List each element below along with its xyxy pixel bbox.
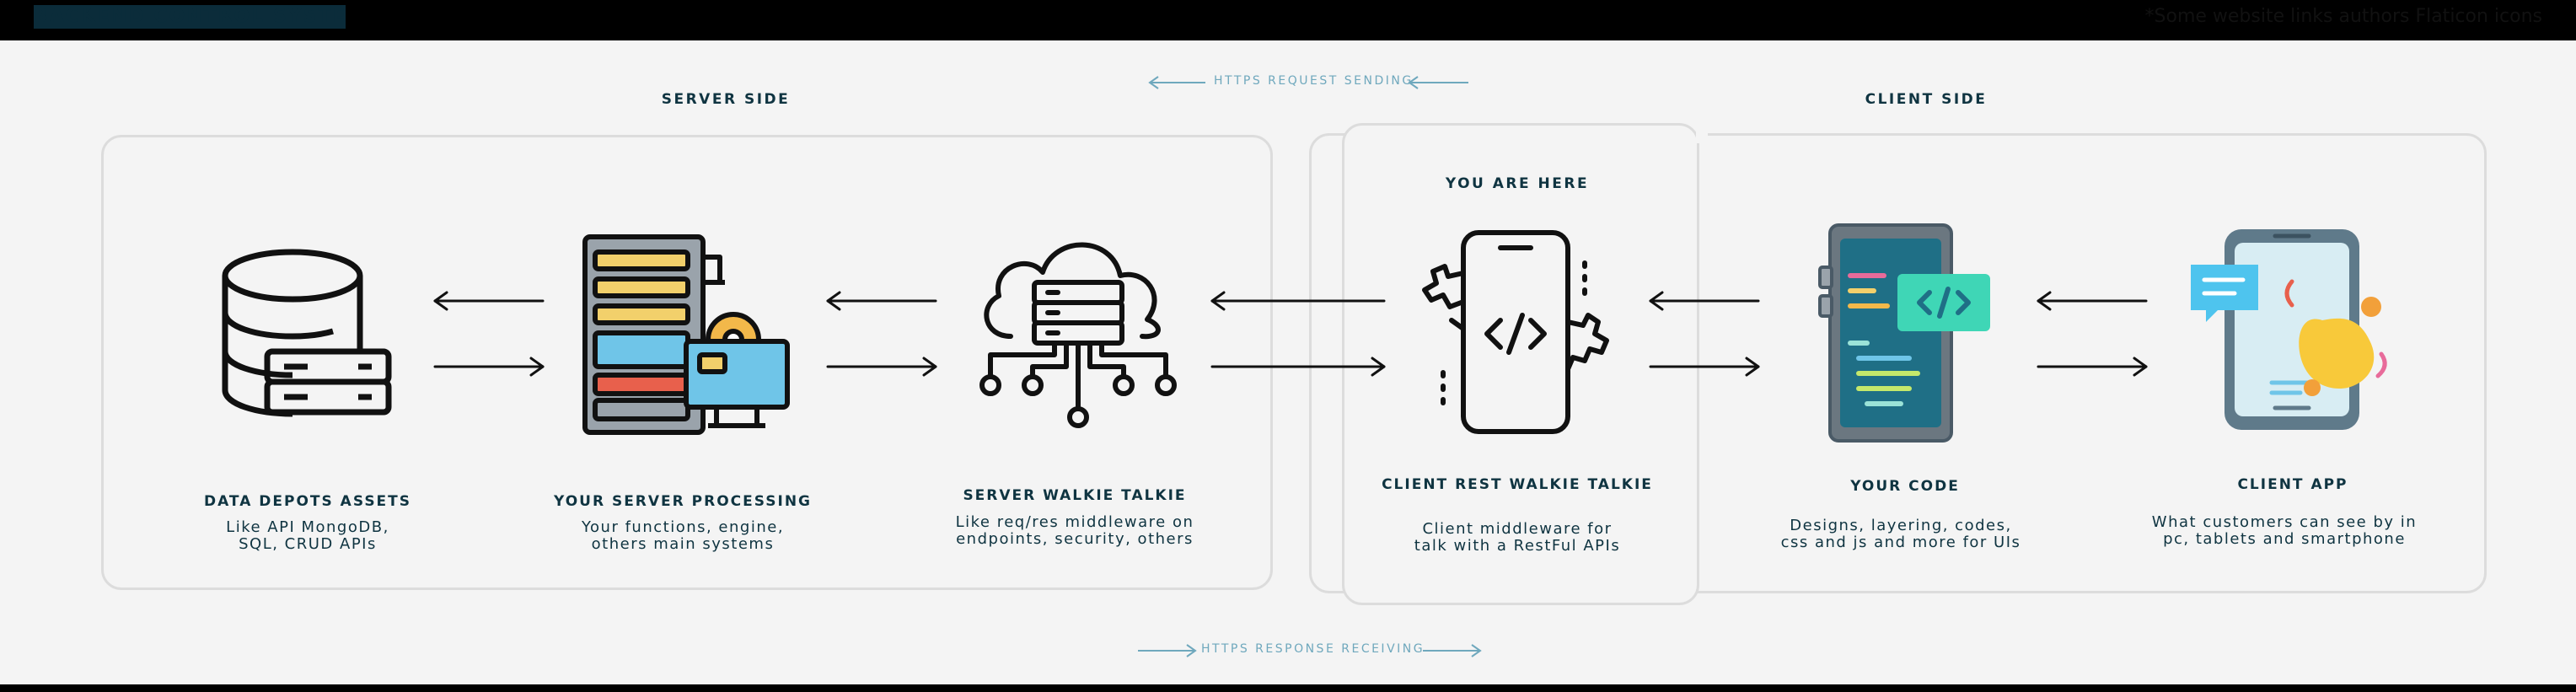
node-desc-client-rest-walkie-talkie-1: Client middleware for (1422, 520, 1613, 538)
cloud-server-icon (979, 242, 1177, 428)
client-side-label: CLIENT SIDE (1865, 91, 1988, 108)
code-device-icon (1818, 223, 1990, 443)
top-bar: BACKEND CONTROL SYSTEM *Some website lin… (0, 0, 2576, 40)
bottom-bar (0, 684, 2576, 692)
node-title-server-processing: YOUR SERVER PROCESSING (553, 493, 812, 510)
request-arrow-icon (1148, 76, 1468, 89)
node-desc-your-code-1: Designs, layering, codes, (1790, 517, 2012, 534)
response-flow-label: HTTPS RESPONSE RECEIVING (1201, 642, 1425, 656)
you-are-here-label: YOU ARE HERE (1445, 175, 1590, 192)
node-desc-client-app-2: pc, tablets and smartphone (2163, 530, 2406, 548)
header-right-text: *Some website links authors Flaticon ico… (2144, 6, 2542, 27)
server-rack-icon (582, 234, 790, 435)
node-title-server-walkie-talkie: SERVER WALKIE TALKIE (963, 487, 1187, 504)
node-desc-server-walkie-talkie-2: endpoints, security, others (956, 530, 1194, 548)
node-desc-your-code-2: css and js and more for UIs (1780, 534, 2021, 551)
node-title-data-depots: DATA DEPOTS ASSETS (203, 493, 412, 510)
node-title-your-code: YOUR CODE (1850, 478, 1960, 495)
response-arrow-icon (1138, 644, 1482, 657)
node-desc-server-walkie-talkie-1: Like req/res middleware on (955, 513, 1194, 531)
node-desc-client-app-1: What customers can see by in (2151, 513, 2418, 531)
flow-arrows (433, 291, 2148, 377)
node-desc-client-rest-walkie-talkie-2: talk with a RestFul APIs (1414, 537, 1621, 555)
node-desc-data-depots-2: SQL, CRUD APIs (239, 535, 377, 553)
phone-code-gear-icon (1422, 230, 1609, 434)
node-desc-data-depots-1: Like API MongoDB, (226, 518, 389, 536)
node-desc-server-processing-2: others main systems (591, 535, 775, 553)
you-are-here-box (1342, 123, 1699, 605)
phone-notification-icon (2191, 229, 2387, 430)
header-left-text: BACKEND CONTROL SYSTEM (34, 5, 346, 29)
node-title-client-app: CLIENT APP (2237, 476, 2348, 493)
server-side-label: SERVER SIDE (661, 91, 791, 108)
node-desc-server-processing-1: Your functions, engine, (581, 518, 785, 536)
request-flow-label: HTTPS REQUEST SENDING (1214, 74, 1414, 88)
node-title-client-rest-walkie-talkie: CLIENT REST WALKIE TALKIE (1382, 476, 1653, 493)
database-icon (222, 249, 392, 417)
client-box-gap (1696, 126, 1708, 143)
